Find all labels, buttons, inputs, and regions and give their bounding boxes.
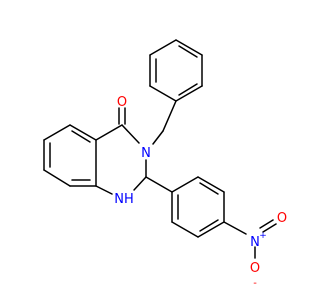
bond (149, 39, 177, 56)
atom-label-nitrogen-3: N (141, 146, 151, 161)
atom-label-oxygen-carbonyl: O (117, 95, 127, 110)
charge-nitro-nitrogen: + (259, 231, 267, 241)
bond (121, 124, 140, 144)
bond (259, 219, 274, 229)
bond-layer (43, 39, 277, 259)
bond (175, 85, 203, 102)
charge-nitro-oxygen: - (253, 278, 257, 289)
bond (178, 45, 198, 58)
bond (133, 176, 147, 191)
bond (262, 223, 277, 233)
bond (171, 221, 199, 238)
bond (175, 39, 203, 56)
bond (95, 185, 113, 195)
atom-label-nitro-nitrogen: N (250, 235, 260, 250)
bond (145, 176, 173, 193)
bond (43, 169, 71, 187)
bond (69, 124, 97, 141)
bond (223, 221, 247, 235)
bond (197, 176, 225, 193)
bond (162, 100, 177, 132)
bond (199, 182, 219, 195)
molecule-canvas: O N NH N + O O - (43, 39, 287, 289)
bond (171, 176, 199, 193)
bond (178, 83, 198, 96)
atom-label-nitro-oxygen-top: O (277, 211, 287, 226)
bond (43, 124, 71, 141)
atom-label-layer: O N NH N + O O - (114, 95, 287, 289)
bond (199, 219, 219, 232)
bond (95, 124, 123, 141)
bond (197, 221, 225, 238)
bond (71, 130, 91, 143)
bond (149, 85, 177, 102)
bond (152, 130, 164, 145)
atom-label-nh: NH (114, 192, 134, 207)
atom-label-nitro-oxygen-bottom: O (250, 261, 260, 276)
molecule-diagram: O N NH N + O O - (43, 39, 287, 289)
